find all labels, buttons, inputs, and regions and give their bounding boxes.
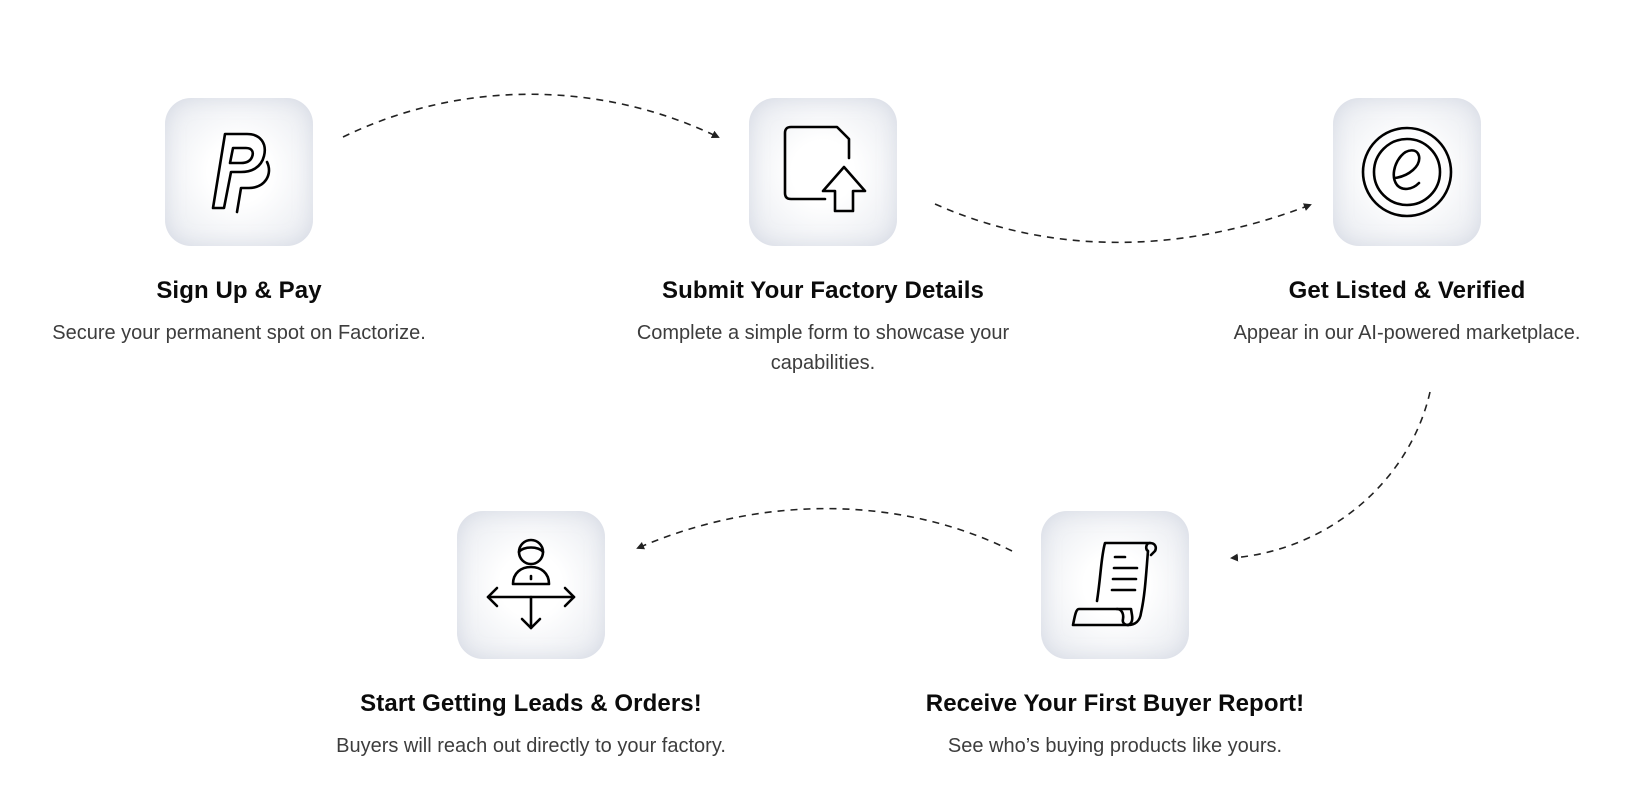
circled-e-icon <box>1361 126 1453 218</box>
step-sign-up: Sign Up & Pay Secure your permanent spot… <box>0 98 499 348</box>
file-upload-icon <box>783 125 867 213</box>
step-description: Secure your permanent spot on Factorize. <box>52 322 426 344</box>
step-leads-orders: Start Getting Leads & Orders! Buyers wil… <box>271 511 791 761</box>
step-submit-details: Submit Your Factory Details Complete a s… <box>563 98 1083 378</box>
step-title: Sign Up & Pay <box>156 277 322 304</box>
paypal-icon <box>211 132 271 214</box>
step-icon-tile <box>1333 98 1481 246</box>
step-title: Receive Your First Buyer Report! <box>925 690 1305 717</box>
step-description: See who’s buying products like yours. <box>947 735 1283 757</box>
step-title: Submit Your Factory Details <box>662 277 984 304</box>
step-title: Get Listed & Verified <box>1288 277 1526 304</box>
step-buyer-report: Receive Your First Buyer Report! See who… <box>855 511 1375 761</box>
step-icon-tile <box>749 98 897 246</box>
step-icon-tile <box>457 511 605 659</box>
step-description: Complete a simple form to showcase your … <box>636 322 1010 374</box>
step-icon-tile <box>165 98 313 246</box>
step-icon-tile <box>1041 511 1189 659</box>
step-description: Buyers will reach out directly to your f… <box>336 735 726 757</box>
person-directions-icon <box>486 538 576 630</box>
receipt-scroll-icon <box>1071 541 1158 627</box>
step-get-listed: Get Listed & Verified Appear in our AI-p… <box>1147 98 1641 348</box>
step-title: Start Getting Leads & Orders! <box>360 690 702 717</box>
step-description: Appear in our AI-powered marketplace. <box>1233 322 1581 344</box>
